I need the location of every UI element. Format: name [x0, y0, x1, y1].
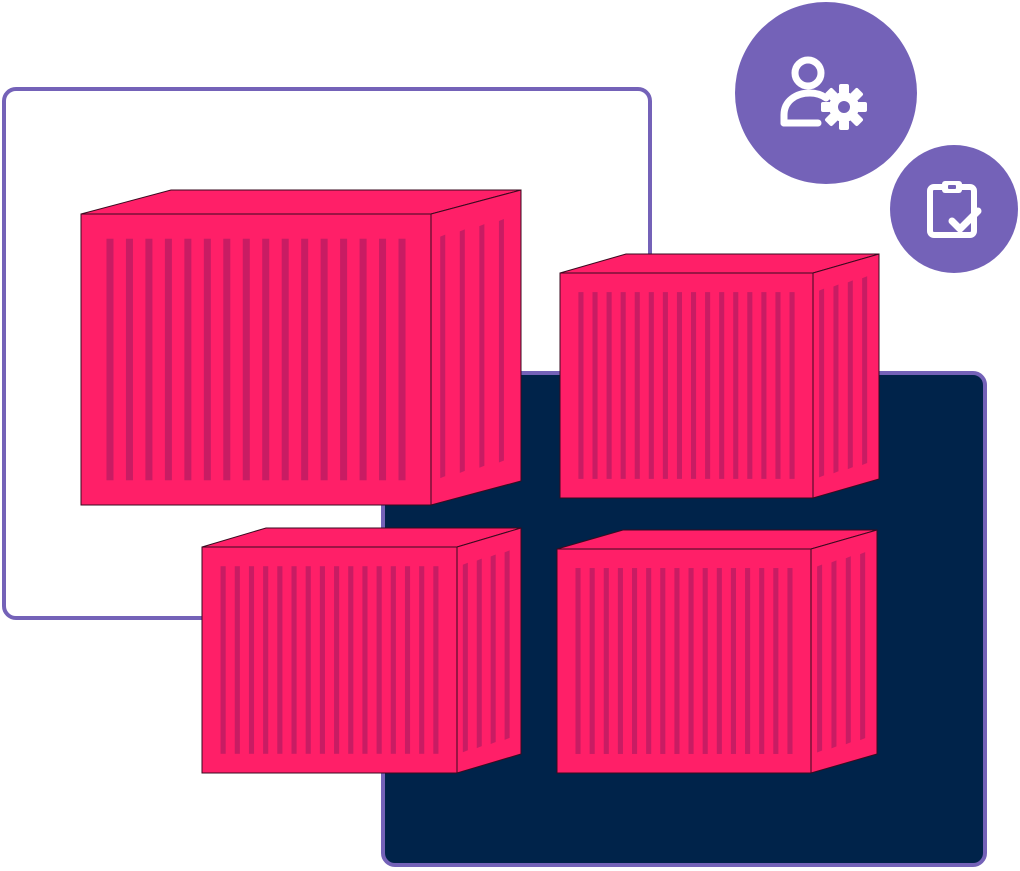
container-front-face: [80, 213, 432, 506]
container-stripe: [106, 238, 114, 481]
container-stripe: [620, 292, 626, 479]
container-stripe: [305, 566, 311, 754]
container-stripe: [691, 292, 697, 479]
container-side-stripe: [498, 218, 504, 463]
container-stripe: [702, 568, 708, 754]
container-stripe: [688, 568, 694, 754]
shipping-container-top-right: [559, 253, 880, 499]
container-stripe: [617, 568, 623, 754]
container-side-stripe: [459, 229, 465, 473]
container-stripe: [334, 566, 340, 754]
container-side-stripe: [831, 560, 837, 749]
container-stripe: [340, 238, 348, 481]
container-stripe: [234, 566, 240, 754]
clipboard-check-icon: [927, 181, 982, 238]
container-stripe: [719, 292, 725, 479]
container-stripe: [575, 568, 581, 754]
container-stripe: [419, 566, 425, 754]
container-side-stripe: [860, 552, 866, 741]
container-stripe: [376, 566, 382, 754]
container-stripe: [733, 292, 739, 479]
container-front-face: [556, 548, 812, 774]
container-stripe: [674, 568, 680, 754]
clipboard-check-badge: [890, 145, 1018, 273]
container-stripe: [145, 238, 153, 481]
user-settings-icon: [780, 56, 867, 130]
container-stripe: [761, 292, 767, 479]
container-stripe: [660, 568, 666, 754]
container-stripe: [263, 566, 269, 754]
container-stripe: [648, 292, 654, 479]
container-stripe: [125, 238, 133, 481]
container-stripe: [759, 568, 765, 754]
user-settings-badge: [735, 2, 917, 184]
container-stripe: [281, 238, 289, 481]
container-side-stripe: [845, 556, 851, 745]
container-stripe: [320, 238, 328, 481]
container-stripe: [716, 568, 722, 754]
container-stripe: [223, 238, 231, 481]
container-stripe: [632, 568, 638, 754]
container-stripe: [277, 566, 283, 754]
container-side-stripe: [440, 234, 446, 479]
container-front-face: [559, 272, 814, 499]
container-stripe: [634, 292, 640, 479]
container-stripe: [390, 566, 396, 754]
container-stripe: [291, 566, 297, 754]
shipping-container-bottom-left: [201, 527, 522, 774]
container-stripe: [301, 238, 309, 481]
container-stripe: [248, 566, 255, 754]
container-stripe: [362, 566, 368, 754]
shipping-container-large: [80, 189, 522, 506]
container-side-stripe: [476, 558, 482, 749]
container-stripe: [379, 238, 387, 481]
container-stripe: [662, 292, 668, 479]
shipping-container-bottom-right: [556, 529, 878, 774]
container-stripe: [164, 238, 172, 481]
container-stripe: [646, 568, 652, 754]
container-stripe: [398, 238, 406, 481]
container-side-stripe: [817, 564, 823, 753]
container-side-stripe: [504, 550, 510, 740]
container-front-face: [201, 546, 458, 774]
container-stripe: [220, 566, 226, 754]
container-stripe: [262, 238, 270, 481]
container-stripe: [787, 568, 793, 754]
container-stripe: [730, 568, 736, 754]
container-side-stripe: [833, 284, 839, 474]
container-stripe: [404, 566, 411, 754]
container-stripe: [242, 238, 250, 481]
container-stripe: [606, 292, 612, 479]
container-side-stripe: [479, 224, 485, 468]
container-stripe: [773, 568, 779, 754]
container-stripe: [592, 292, 598, 479]
container-stripe: [676, 292, 682, 479]
container-stripe: [203, 238, 211, 481]
container-stripe: [433, 566, 439, 754]
container-side-stripe: [490, 554, 496, 745]
container-stripe: [319, 566, 325, 754]
container-stripe: [745, 568, 751, 754]
container-side-stripe: [847, 280, 853, 470]
container-side-stripe: [462, 562, 468, 753]
container-stripe: [705, 292, 711, 479]
container-stripe: [184, 238, 192, 481]
container-side-stripe: [862, 276, 868, 466]
container-side-stripe: [819, 288, 825, 478]
container-stripe: [589, 568, 595, 754]
container-stripe: [775, 292, 781, 479]
container-stripe: [578, 292, 584, 479]
container-stripe: [359, 238, 367, 481]
container-stripe: [603, 568, 609, 754]
container-stripe: [747, 292, 753, 479]
container-stripe: [348, 566, 354, 754]
container-stripe: [789, 292, 795, 479]
